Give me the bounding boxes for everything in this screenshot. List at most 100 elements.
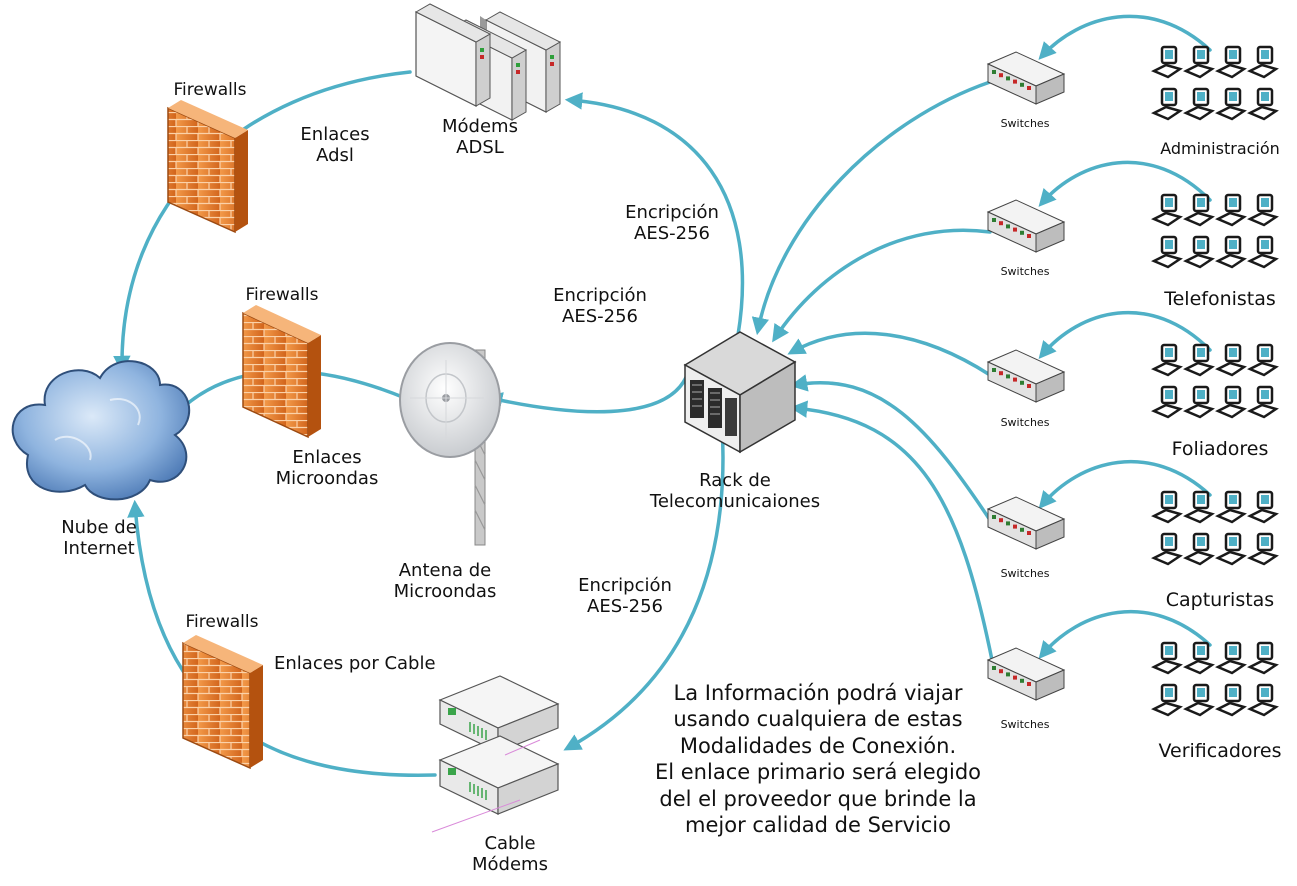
firewall-label: Firewalls	[245, 285, 319, 305]
computer-icon	[1183, 385, 1215, 419]
computer-icon	[1183, 343, 1215, 377]
switch-label: Switches	[1000, 718, 1050, 731]
computer-icon	[1183, 235, 1215, 269]
computer-icon	[1247, 87, 1279, 121]
link-tel-to-switch	[1038, 160, 1212, 207]
link-cap-to-switch	[1038, 460, 1212, 510]
telecom-rack-icon	[683, 331, 797, 454]
switch-icon	[986, 199, 1066, 253]
computer-icon	[1151, 87, 1183, 121]
adsl-modem-icon	[414, 3, 562, 121]
connection-note: La Información podrá viajar usando cualq…	[654, 681, 982, 838]
switch-icon	[986, 496, 1066, 550]
link-switch-3-to-rack	[787, 331, 992, 377]
microwave-antenna-icon	[399, 342, 501, 546]
computer-icon	[1151, 45, 1183, 79]
internet-cloud	[11, 360, 191, 501]
computer-icon	[1247, 490, 1279, 524]
group-label-verificadores: Verificadores	[1158, 740, 1282, 762]
computer-icon	[1215, 87, 1247, 121]
link-switch-5-to-rack	[789, 400, 995, 667]
computer-icon	[1247, 235, 1279, 269]
computer-group	[1151, 641, 1279, 717]
computer-icon	[1151, 343, 1183, 377]
computer-icon	[1183, 490, 1215, 524]
link-fol-to-switch	[1038, 310, 1212, 360]
switch-label: Switches	[1000, 416, 1050, 429]
switch-label: Switches	[1000, 567, 1050, 580]
computer-icon	[1215, 683, 1247, 717]
cable-links-label: Enlaces por Cable	[274, 653, 436, 674]
group-label-administracion: Administración	[1160, 139, 1280, 158]
group-label-capturistas: Capturistas	[1165, 589, 1275, 611]
firewall-icon	[242, 305, 321, 439]
computer-icon	[1247, 641, 1279, 675]
link-switch-4-to-rack	[789, 374, 992, 522]
switch-label: Switches	[1000, 265, 1050, 278]
computer-icon	[1183, 87, 1215, 121]
link-ver-to-switch	[1038, 610, 1212, 660]
computer-icon	[1247, 193, 1279, 227]
computer-icon	[1151, 385, 1183, 419]
firewall-icon	[182, 635, 263, 770]
computer-icon	[1215, 45, 1247, 79]
computer-icon	[1247, 343, 1279, 377]
computer-icon	[1183, 193, 1215, 227]
computer-icon	[1151, 235, 1183, 269]
switch-icon	[986, 647, 1066, 701]
switch-icon	[986, 51, 1066, 105]
computer-icon	[1183, 532, 1215, 566]
firewall-label: Firewalls	[173, 80, 247, 100]
link-switch-2-to-rack	[772, 228, 992, 343]
computer-group	[1151, 193, 1279, 269]
computer-group	[1151, 343, 1279, 419]
link-rack-to-cable	[563, 423, 725, 751]
computer-icon	[1151, 193, 1183, 227]
computer-icon	[1183, 641, 1215, 675]
cable-modem-icon	[431, 675, 560, 833]
group-label-foliadores: Foliadores	[1171, 438, 1269, 460]
computer-icon	[1247, 385, 1279, 419]
computer-icon	[1247, 532, 1279, 566]
computer-icon	[1183, 45, 1215, 79]
computer-icon	[1215, 490, 1247, 524]
computer-icon	[1215, 343, 1247, 377]
link-cable-to-cloud	[127, 499, 437, 777]
computer-icon	[1151, 641, 1183, 675]
link-rack-to-adsl	[564, 92, 745, 337]
switch-icon	[986, 349, 1066, 403]
computer-icon	[1215, 641, 1247, 675]
computer-icon	[1247, 683, 1279, 717]
computer-group	[1151, 45, 1279, 121]
computer-icon	[1151, 683, 1183, 717]
computer-icon	[1215, 235, 1247, 269]
link-switch-1-to-rack	[751, 80, 992, 336]
computer-icon	[1247, 45, 1279, 79]
firewall-label: Firewalls	[185, 612, 259, 632]
computer-icon	[1215, 385, 1247, 419]
computer-icon	[1151, 490, 1183, 524]
computer-groups	[1151, 45, 1279, 717]
switches-group	[986, 51, 1066, 701]
group-label-telefonistas: Telefonistas	[1164, 288, 1276, 310]
computer-group	[1151, 490, 1279, 566]
link-rack-to-antenna	[484, 363, 692, 414]
switch-label: Switches	[1000, 117, 1050, 130]
link-admin-to-switch	[1038, 14, 1212, 60]
computer-icon	[1151, 532, 1183, 566]
computer-icon	[1215, 532, 1247, 566]
computer-icon	[1215, 193, 1247, 227]
computer-icon	[1183, 683, 1215, 717]
firewall-icon	[167, 100, 248, 234]
